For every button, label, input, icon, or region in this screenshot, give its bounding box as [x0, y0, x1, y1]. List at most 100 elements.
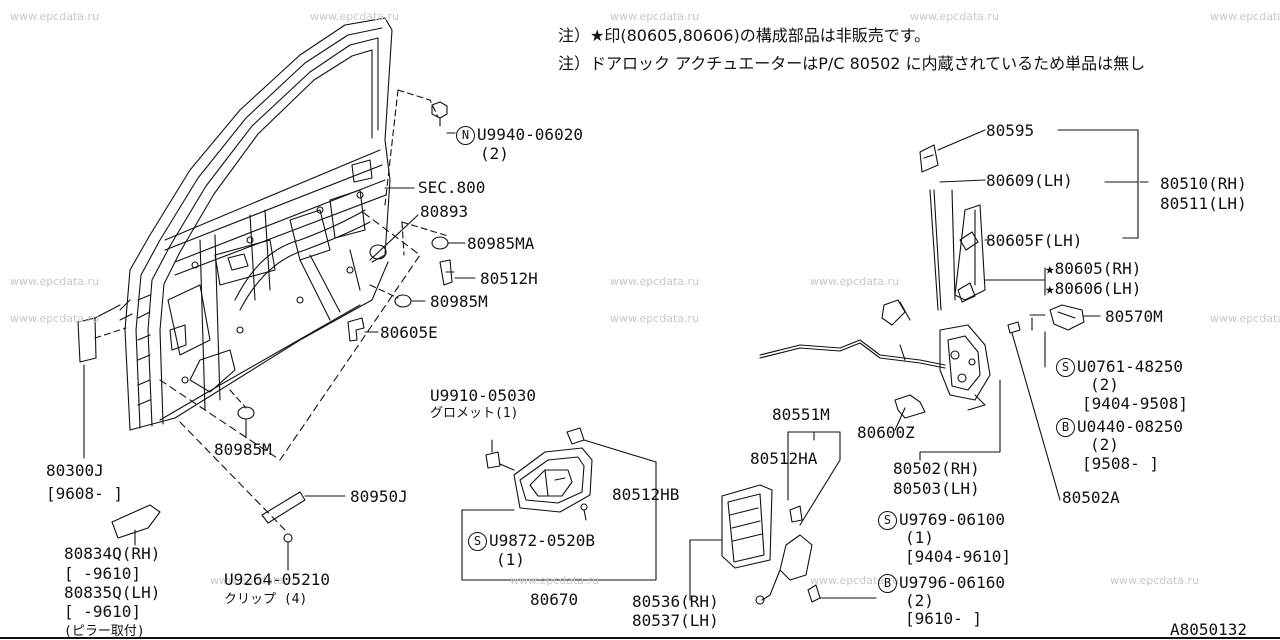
quantity: (2) [1090, 375, 1119, 394]
part-number: 80536(RH) [632, 592, 719, 611]
clip-80512h [439, 259, 455, 286]
watermark: www.epcdata.ru [310, 10, 400, 23]
rod-80595 [919, 129, 986, 311]
part-number: 80985MA [467, 234, 535, 253]
bellcrank-80605 [954, 204, 986, 303]
quantity: (2) [1090, 435, 1119, 454]
b-mark-icon: B [878, 574, 897, 593]
diagram-id: A8050132 [1170, 620, 1248, 639]
part-number: 80570M [1105, 307, 1163, 326]
watermark: www.epcdata.ru [1210, 10, 1280, 23]
s-mark-icon: S [1056, 358, 1075, 377]
watermark: www.epcdata.ru [1210, 312, 1280, 325]
part-number: U0761-48250 [1077, 357, 1183, 376]
clip-80605e [347, 317, 365, 342]
door-shell [119, 17, 393, 431]
part-number: 80600Z [857, 423, 915, 442]
part-number: U9940-06020 [477, 125, 583, 144]
date-range: [9404-9610] [905, 547, 1011, 566]
part-80600z [894, 394, 926, 419]
part-number: 80502(RH) [893, 459, 980, 478]
watermark: www.epcdata.ru [910, 10, 1000, 23]
part-number: U9910-05030 [430, 386, 536, 405]
part-description: グロメット(1) [430, 406, 519, 421]
s-mark-icon: S [468, 532, 487, 551]
date-range: [9608- ] [46, 484, 124, 503]
note-line-2: 注）ドアロック アクチュエーターはP/C 80502 に内蔵されているため単品は… [558, 54, 1146, 73]
part-80300j-shape [77, 304, 127, 459]
quantity: (2) [905, 591, 934, 610]
quantity: (1) [496, 550, 525, 569]
actuator-rod [755, 505, 821, 605]
nut-u9940 [431, 101, 448, 127]
date-range: [ -9610] [64, 564, 142, 583]
part-number: U9796-06160 [899, 573, 1005, 592]
part-number: U9872-0520B [489, 531, 595, 550]
part-number: 80512HB [612, 485, 680, 504]
part-number: 80511(LH) [1160, 194, 1247, 213]
date-range: [9508- ] [1082, 454, 1160, 473]
clip-80512hb [566, 427, 657, 463]
watermark: www.epcdata.ru [610, 275, 700, 288]
part-number: 80537(LH) [632, 611, 719, 630]
moulding-80950j [261, 491, 346, 571]
s-mark-icon: S [878, 511, 897, 530]
n-mark-icon: N [456, 126, 475, 145]
part-number: 80503(LH) [893, 479, 980, 498]
part-number: 80300J [46, 461, 104, 480]
quantity: (1) [905, 528, 934, 547]
note: (ピラー取付) [64, 624, 145, 639]
part-number: 80834Q(RH) [64, 544, 161, 563]
part-number: 80893 [420, 202, 469, 221]
watermark: www.epcdata.ru [210, 574, 300, 587]
watermark: www.epcdata.ru [610, 10, 700, 23]
part-description: クリップ (4) [224, 592, 308, 607]
grommet-u9910 [485, 439, 515, 471]
part-number: U0440-08250 [1077, 417, 1183, 436]
note-line-1: 注）★印(80605,80606)の構成部品は非販売です。 [558, 26, 931, 45]
part-number: 80609(LH) [986, 171, 1073, 190]
watermark: www.epcdata.ru [10, 10, 100, 23]
b-mark-icon: B [1056, 418, 1075, 437]
part-number: 80985M [430, 292, 488, 311]
watermark: www.epcdata.ru [510, 574, 600, 587]
clip-mid [881, 299, 911, 326]
part-number: 80835Q(LH) [64, 583, 161, 602]
part-number: 80950J [350, 487, 408, 506]
quantity: (2) [480, 144, 509, 163]
rod-80609 [939, 179, 986, 301]
door-lock-80502 [939, 324, 991, 411]
part-number: 80595 [986, 121, 1035, 140]
part-number: 80551M [772, 405, 830, 424]
date-range: [9404-9508] [1082, 394, 1188, 413]
date-range: [ -9610] [64, 602, 142, 621]
part-number: 80512H [480, 269, 538, 288]
part-number: 80502A [1062, 488, 1120, 507]
watermark: www.epcdata.ru [810, 275, 900, 288]
date-range: [9610- ] [905, 609, 983, 628]
watermark: www.epcdata.ru [610, 312, 700, 325]
bottom-border [0, 637, 1280, 639]
part-number: U9264-05210 [224, 570, 330, 589]
part-number: 80512HA [750, 449, 818, 468]
part-number: 80605E [380, 323, 438, 342]
striker-80570m [1049, 304, 1085, 331]
watermark: www.epcdata.ru [10, 275, 100, 288]
part-number: 80510(RH) [1160, 174, 1247, 193]
part-number: 80605F(LH) [986, 231, 1083, 250]
part-number: 80985M [214, 440, 272, 459]
part-number: U9769-06100 [899, 510, 1005, 529]
section-ref: SEC.800 [418, 178, 486, 197]
part-number: ★80605(RH) [1045, 259, 1142, 278]
watermark: www.epcdata.ru [810, 574, 900, 587]
part-number: 80670 [530, 590, 579, 609]
pillar-80834q [111, 504, 161, 546]
inside-handle-80670 [513, 447, 593, 513]
